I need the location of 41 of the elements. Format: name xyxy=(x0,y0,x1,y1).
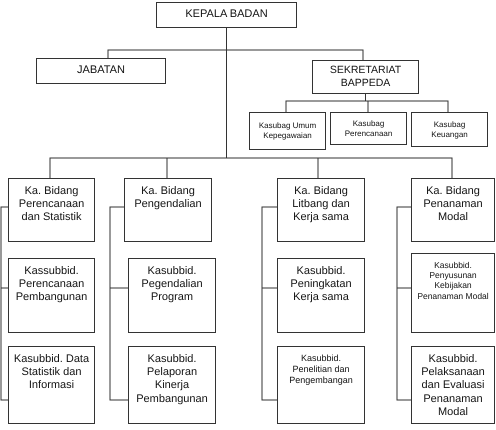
unit-title: Ka. Bidang Pengendalian xyxy=(133,185,203,212)
org-box xyxy=(128,258,216,333)
unit-title: Kasubbid. Data Statistik dan Informasi xyxy=(12,353,90,393)
unit-title: Kasubbid. Pelaksanaan dan Evaluasi Penanaman Modal xyxy=(420,353,486,419)
unit-title: Ka. Bidang Litbang dan Kerja sama xyxy=(291,185,351,225)
org-box xyxy=(411,253,495,333)
connector-line xyxy=(110,206,128,400)
unit-title: Ka. Bidang Perencanaan dan Statistik xyxy=(18,185,86,225)
unit-title: Kassubbid. Perencanaan Pembangunan xyxy=(14,265,88,305)
unit-title: Kasubbid. Peningkatan Kerja sama xyxy=(289,265,353,305)
unit-title: JABATAN xyxy=(77,64,125,78)
connector-line xyxy=(396,206,412,400)
unit-title: SEKRETARIAT BAPPEDA xyxy=(328,64,402,90)
org-box xyxy=(8,258,95,333)
org-box xyxy=(411,178,495,242)
org-box xyxy=(124,178,212,242)
org-box xyxy=(8,178,95,242)
unit-title: Kasubbid. Pegendalian Program xyxy=(140,265,204,305)
unit-title: Kasubbid. Penyusunan Kebijakan Penanaman Modal xyxy=(416,260,490,301)
org-box xyxy=(277,178,365,242)
connector-line xyxy=(0,206,8,400)
connector-line xyxy=(365,94,448,112)
connector-line xyxy=(262,206,278,400)
unit-title: Kasubag Keuangan xyxy=(430,120,469,140)
org-box xyxy=(277,346,365,424)
org-box xyxy=(330,112,407,145)
org-box xyxy=(411,346,495,424)
org-box xyxy=(8,346,95,424)
org-box xyxy=(156,2,297,28)
unit-title: Kasubbid. Pelaporan Kinerja Pembangunan xyxy=(135,353,209,406)
org-box xyxy=(312,60,419,94)
org-box xyxy=(411,112,488,147)
org-box xyxy=(277,258,365,333)
unit-title: Ka. Bidang Penanaman Modal xyxy=(422,185,484,225)
org-box xyxy=(128,346,216,424)
org-box xyxy=(36,58,166,84)
org-box xyxy=(249,112,326,150)
unit-title: Kasubag Perencanaan xyxy=(344,118,394,138)
unit-title: Kasubbid. Penelitian dan Pengembangan xyxy=(288,353,354,386)
unit-title: KEPALA BADAN xyxy=(185,8,268,22)
unit-title: Kasubag Umum Kepegawaian xyxy=(258,121,318,141)
